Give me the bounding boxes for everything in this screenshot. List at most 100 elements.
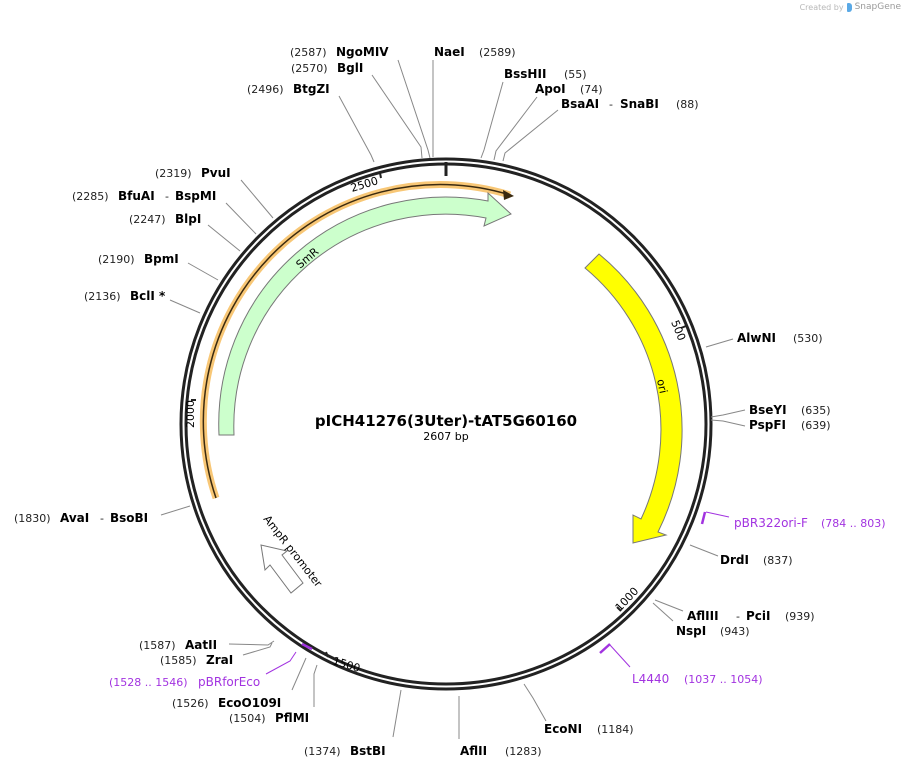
svg-text:-: -	[165, 190, 169, 203]
feature-ampr-promoter[interactable]: AmpR promoter	[260, 513, 325, 594]
credit-prefix: Created by	[799, 2, 844, 12]
svg-text:(2247): (2247)	[129, 213, 166, 226]
enzyme-btgzi[interactable]: (2496) BtgZI	[247, 82, 330, 96]
svg-text:BsoBI: BsoBI	[110, 511, 148, 525]
snapgene-credit: Created by SnapGene	[800, 2, 901, 12]
svg-text:(939): (939)	[785, 610, 815, 623]
svg-text:(2285): (2285)	[72, 190, 109, 203]
svg-text:EcoO109I: EcoO109I	[218, 696, 281, 710]
enzyme-bfuai-bspmi[interactable]: (2285) BfuAI - BspMI	[72, 189, 216, 203]
snapgene-logo-icon	[846, 2, 852, 12]
svg-text:BssHII: BssHII	[504, 67, 546, 81]
svg-text:(1374): (1374)	[304, 745, 341, 758]
enzyme-leader-lines	[160, 59, 746, 739]
primer-pbr322ori-f[interactable]: pBR322ori-F (784 .. 803)	[734, 516, 886, 530]
svg-text:AflIII: AflIII	[687, 609, 719, 623]
primer-markers	[265, 511, 730, 675]
svg-text:AatII: AatII	[185, 638, 217, 652]
svg-text:(2496): (2496)	[247, 83, 284, 96]
svg-text:(2190): (2190)	[98, 253, 135, 266]
svg-text:AlwNI: AlwNI	[737, 331, 776, 345]
svg-text:(530): (530)	[793, 332, 823, 345]
svg-text:BsaAI: BsaAI	[561, 97, 599, 111]
svg-text:AflII: AflII	[460, 744, 487, 758]
enzyme-bsshii[interactable]: BssHII (55)	[504, 67, 587, 81]
svg-text:(1526): (1526)	[172, 697, 209, 710]
svg-text:ZraI: ZraI	[206, 653, 233, 667]
enzyme-bseyi[interactable]: BseYI (635)	[749, 403, 831, 417]
svg-text:BpmI: BpmI	[144, 252, 179, 266]
svg-text:L4440: L4440	[632, 672, 669, 686]
svg-text:BtgZI: BtgZI	[293, 82, 330, 96]
enzyme-pspfi[interactable]: PspFI (639)	[749, 418, 831, 432]
svg-text:(1830): (1830)	[14, 512, 51, 525]
svg-text:NgoMIV: NgoMIV	[336, 45, 389, 59]
enzyme-blpi[interactable]: (2247) BlpI	[129, 212, 201, 226]
enzyme-bsaai-snabi[interactable]: BsaAI - SnaBI (88)	[561, 97, 699, 111]
svg-text:BlpI: BlpI	[175, 212, 201, 226]
enzyme-apoi[interactable]: ApoI (74)	[535, 82, 603, 96]
enzyme-ecoo109i[interactable]: (1526) EcoO109I	[172, 696, 281, 710]
svg-text:DrdI: DrdI	[720, 553, 749, 567]
svg-text:(1037 .. 1054): (1037 .. 1054)	[684, 673, 763, 686]
svg-text:(2587): (2587)	[290, 46, 327, 59]
enzyme-pvui[interactable]: (2319) PvuI	[155, 166, 231, 180]
tick-label-1500: 1500	[331, 654, 362, 675]
primer-labels: pBR322ori-F (784 .. 803) L4440 (1037 .. …	[109, 516, 886, 689]
enzyme-naei[interactable]: NaeI (2589)	[434, 45, 516, 59]
svg-text:BspMI: BspMI	[175, 189, 216, 203]
enzyme-aflii[interactable]: AflII (1283)	[460, 744, 542, 758]
svg-text:(2570): (2570)	[291, 62, 328, 75]
svg-text:(55): (55)	[564, 68, 587, 81]
enzyme-nspi[interactable]: NspI (943)	[676, 624, 750, 638]
primer-pbrforeco[interactable]: (1528 .. 1546) pBRforEco	[109, 675, 260, 689]
svg-text:AvaI: AvaI	[60, 511, 89, 525]
credit-brand: SnapGene	[854, 2, 901, 12]
svg-text:EcoNI: EcoNI	[544, 722, 582, 736]
enzyme-alwni[interactable]: AlwNI (530)	[737, 331, 823, 345]
svg-text:BfuAI: BfuAI	[118, 189, 155, 203]
orange-feature-arc[interactable]	[199, 181, 514, 500]
enzyme-aatii[interactable]: (1587) AatII	[139, 638, 217, 652]
feature-label-ori: ori	[654, 378, 670, 395]
svg-text:(635): (635)	[801, 404, 831, 417]
svg-text:PspFI: PspFI	[749, 418, 786, 432]
feature-ori[interactable]: ori	[584, 253, 683, 544]
primer-l4440[interactable]: L4440 (1037 .. 1054)	[632, 672, 763, 686]
enzyme-bpmi[interactable]: (2190) BpmI	[98, 252, 179, 266]
svg-text:PciI: PciI	[746, 609, 771, 623]
enzyme-drdi[interactable]: DrdI (837)	[720, 553, 793, 567]
enzyme-avai-bsobi[interactable]: (1830) AvaI - BsoBI	[14, 511, 148, 525]
svg-text:BstBI: BstBI	[350, 744, 386, 758]
svg-text:SnaBI: SnaBI	[620, 97, 659, 111]
svg-text:BseYI: BseYI	[749, 403, 787, 417]
svg-text:pBR322ori-F: pBR322ori-F	[734, 516, 808, 530]
svg-text:NspI: NspI	[676, 624, 706, 638]
enzyme-bstbi[interactable]: (1374) BstBI	[304, 744, 386, 758]
plasmid-length: 2607 bp	[423, 430, 468, 443]
enzyme-bgli[interactable]: (2570) BglI	[291, 61, 363, 75]
enzyme-afliii-pcii[interactable]: AflIII - PciI (939)	[687, 609, 815, 623]
enzyme-labels: (2587) NgoMIV NaeI (2589) (2570) BglI (2…	[14, 45, 831, 758]
svg-text:PflMI: PflMI	[275, 711, 309, 725]
svg-text:PvuI: PvuI	[201, 166, 231, 180]
svg-text:(1587): (1587)	[139, 639, 176, 652]
enzyme-ngomiv[interactable]: (2587) NgoMIV	[290, 45, 389, 59]
svg-text:(1184): (1184)	[597, 723, 634, 736]
enzyme-bcli[interactable]: (2136) BclI *	[84, 289, 166, 303]
svg-text:(1528 .. 1546): (1528 .. 1546)	[109, 676, 188, 689]
svg-text:(88): (88)	[676, 98, 699, 111]
feature-smr[interactable]: SmR	[218, 191, 512, 436]
svg-text:(1504): (1504)	[229, 712, 266, 725]
tick-label-2000: 2000	[184, 400, 197, 428]
enzyme-pflmi[interactable]: (1504) PflMI	[229, 711, 309, 725]
svg-text:(639): (639)	[801, 419, 831, 432]
enzyme-zrai[interactable]: (1585) ZraI	[160, 653, 233, 667]
svg-text:(784 .. 803): (784 .. 803)	[821, 517, 886, 530]
svg-text:(2319): (2319)	[155, 167, 192, 180]
enzyme-econi[interactable]: EcoNI (1184)	[544, 722, 634, 736]
svg-text:pBRforEco: pBRforEco	[198, 675, 260, 689]
svg-text:-: -	[736, 610, 740, 623]
svg-text:(837): (837)	[763, 554, 793, 567]
